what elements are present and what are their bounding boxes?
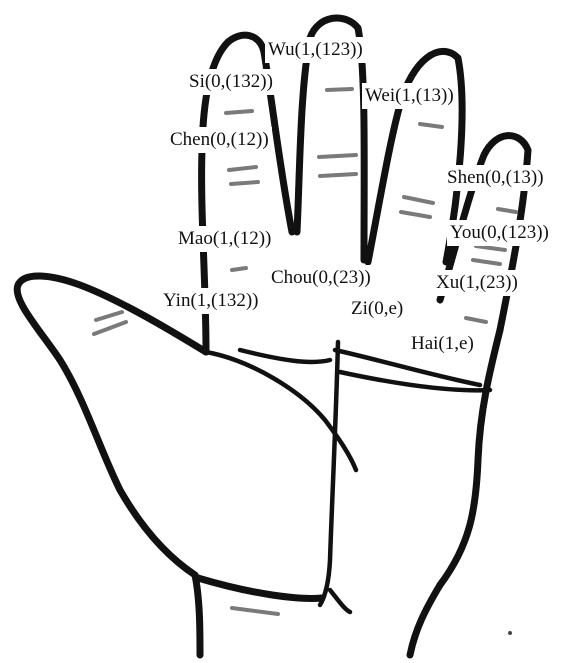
label-wu: Wu(1,(123))	[265, 37, 366, 63]
crease-index-top	[224, 109, 254, 115]
crease-index-mid-2	[229, 180, 260, 186]
label-xu: Xu(1,(23))	[433, 270, 521, 296]
crease-ring-mid-2	[399, 210, 432, 219]
label-shen: Shen(0,(13))	[444, 165, 547, 191]
fate-line-fork	[327, 587, 353, 615]
heart-line-lower	[337, 369, 493, 393]
crease-thumb-1	[94, 310, 124, 322]
crease-middle-top	[325, 87, 354, 92]
crease-index-mid-1	[227, 165, 258, 172]
label-yin: Yin(1,(132))	[160, 288, 262, 314]
label-chou: Chou(0,(23))	[268, 265, 374, 291]
label-hai: Hai(1,e)	[408, 331, 477, 357]
fate-line	[317, 339, 341, 608]
crease-wrist-mark	[230, 606, 280, 616]
heart-line	[332, 347, 483, 388]
ink-dot	[508, 631, 512, 635]
label-chen: Chen(0,(12))	[167, 127, 272, 153]
label-si: Si(0,(132))	[186, 69, 276, 95]
crease-little-mid-2	[471, 258, 502, 266]
label-you: You(0,(123))	[447, 220, 552, 246]
crease-index-base	[230, 266, 248, 272]
middle-finger-outline	[293, 14, 368, 264]
wrist-crease	[194, 574, 326, 602]
crease-ring-top	[418, 122, 444, 129]
crease-little-base	[464, 316, 488, 324]
life-line	[203, 349, 359, 473]
label-mao: Mao(1,(12))	[175, 226, 275, 252]
label-zi: Zi(0,e)	[348, 296, 407, 322]
crease-ring-mid-1	[402, 195, 435, 205]
label-wei: Wei(1,(13))	[362, 83, 457, 109]
crease-middle-mid-2	[318, 172, 358, 178]
crease-thumb-2	[92, 320, 128, 336]
crease-little-top	[496, 207, 518, 214]
wrist-right	[406, 581, 444, 659]
crease-middle-mid-1	[317, 153, 358, 159]
thumb-outline	[13, 272, 210, 579]
crease-little-mid-1	[474, 244, 507, 252]
head-line	[237, 347, 333, 365]
palm-right-edge	[436, 326, 504, 589]
wrist-left	[191, 571, 204, 659]
